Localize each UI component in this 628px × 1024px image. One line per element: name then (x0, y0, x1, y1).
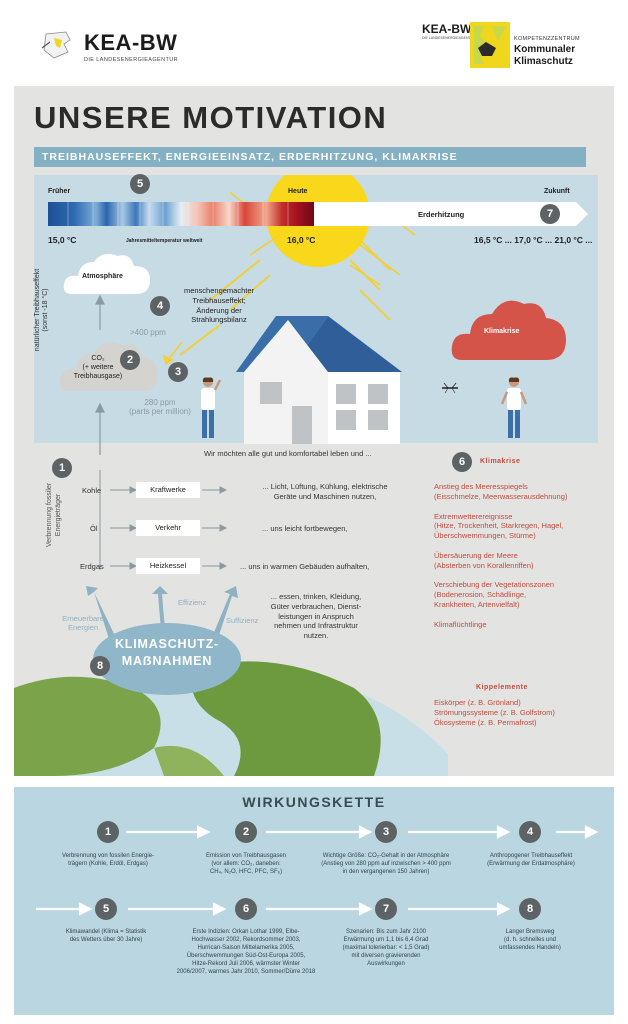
page-title: UNSERE MOTIVATION (34, 100, 388, 135)
box-heizkessel: Heizkessel (136, 558, 200, 574)
list-item: Anstieg des Meeresspiegels (Eisschmelze,… (434, 482, 568, 501)
wk-badge-8: 8 (519, 898, 541, 920)
kea-bw-small-logo-subtitle: DIE LANDESENERGIEAGENTUR (422, 36, 476, 40)
wk-step-text-8: Langer Bremsweg (d. h. schnelles und umf… (499, 929, 561, 952)
badge-4: 4 (150, 296, 170, 316)
badge-6: 6 (452, 452, 472, 472)
badge-8: 8 (90, 656, 110, 676)
temp-start-label: 15,0 °C (48, 235, 77, 245)
badge-1: 1 (52, 458, 72, 478)
list-item: Strömungssysteme (z. B. Golfstrom) (434, 707, 555, 717)
source-oel: Öl (90, 524, 98, 533)
mosquito-icon (442, 382, 458, 394)
klimaschutz-title: KLIMASCHUTZ- MAẞNAHMEN (114, 637, 220, 668)
source-erdgas: Erdgas (80, 562, 104, 571)
kea-bw-small-logo-title: KEA-BW (422, 22, 472, 36)
subtitle-bar (34, 147, 586, 167)
list-item: Ökosysteme (z. B. Permafrost) (434, 717, 537, 727)
box-verkehr: Verkehr (136, 520, 200, 536)
badge-2: 2 (120, 350, 140, 370)
co2-label: CO₂ (+ weitere Treibhausgase) (73, 355, 123, 380)
ppm280-label: 280 ppm (parts per million) (129, 398, 191, 416)
list-item: Eiskörper (z. B. Grönland) (434, 698, 521, 707)
wk-badge-3: 3 (375, 821, 397, 843)
heute-label: Heute (288, 188, 308, 195)
wk-badge-6: 6 (235, 898, 257, 920)
source-kohle: Kohle (82, 486, 102, 495)
atmosphaere-label: Atmosphäre (82, 273, 123, 280)
erderhitzung-label: Erderhitzung (418, 210, 465, 219)
wk-badge-2: 2 (235, 821, 257, 843)
kippelemente-title: Kippelemente (476, 684, 528, 691)
list-item: Extremwetterereignisse (Hitze, Trockenhe… (434, 511, 564, 541)
box-kraftwerke: Kraftwerke (136, 482, 200, 498)
klimaschutz-ellipse (93, 623, 241, 695)
wk-step-text-6: Erste Indizien: Orkan Lothar 1999, Elbe-… (176, 929, 316, 976)
wirkungskette-title: WIRKUNGSKETTE (242, 794, 386, 810)
wk-step-text-2: Emission von Treibhausgasen (vor allem: … (205, 853, 287, 876)
usage-text-3: ... uns in warmen Gebäuden aufhalten, (240, 562, 370, 571)
temp-future-label: 16,5 °C ... 17,0 °C ... 21,0 °C ... (474, 235, 593, 245)
klimakrise-cloud-label: Klimakrise (484, 328, 520, 335)
erneuerbare-label: Erneuerbare Energien (62, 614, 104, 632)
energy-intro: Wir möchten alle gut und komfortabel leb… (204, 449, 372, 458)
fossil-bracket (99, 470, 101, 570)
kompetenzzentrum-label: KOMPETENZZENTRUM (514, 36, 580, 42)
zukunft-label: Zukunft (544, 188, 570, 195)
person-left (201, 377, 222, 438)
wk-step-text-7: Szenarien: Bis zum Jahr 2100 Erwärmung u… (342, 929, 430, 968)
greenhouse-arrows (95, 294, 183, 455)
usage-text-4: ... essen, trinken, Kleidung, Güter verb… (270, 592, 362, 640)
wk-badge-1: 1 (97, 821, 119, 843)
kompetenzzentrum-logo-icon (470, 22, 510, 68)
wk-badge-5: 5 (95, 898, 117, 920)
kippelemente-list: Eiskörper (z. B. Grönland) Strömungssyst… (434, 698, 610, 727)
klimakrise-list: Anstieg des Meeresspiegels (Eisschmelze,… (434, 482, 610, 629)
klimakrise-title: Klimakrise (480, 458, 521, 465)
kea-bw-logo-subtitle: DIE LANDESENERGIEAGENTUR (84, 57, 178, 63)
list-item: Verschiebung der Vegetationszonen (Boden… (434, 580, 555, 609)
natural-greenhouse-label: natürlicher Treibhauseffekt (sonst -18 °… (34, 268, 50, 352)
wk-badge-4: 4 (519, 821, 541, 843)
page-subtitle: TREIBHAUSEFFEKT, ENERGIEEINSATZ, ERDERHI… (42, 151, 458, 163)
atmosphere-cloud (63, 254, 150, 294)
ppm400-label: >400 ppm (130, 328, 166, 337)
badge-7: 7 (540, 204, 560, 224)
earth-illustration (14, 661, 448, 776)
list-item: Klimaflüchtlinge (434, 619, 487, 629)
person-right (500, 377, 528, 438)
temp-now-label: 16,0 °C (287, 235, 316, 245)
sun-rays (179, 239, 391, 356)
klimakrise-cloud (451, 300, 566, 360)
effizienz-label: Effizienz (178, 598, 207, 607)
badge-5: 5 (130, 174, 150, 194)
kea-bw-logo-icon (41, 31, 71, 59)
wk-step-text-3: Wichtige Größe: CO₂-Gehalt in der Atmosp… (321, 853, 451, 876)
suffizienz-label: Suffizienz (226, 616, 259, 625)
usage-text-1: ... Licht, Lüftung, Kühlung, elektrische… (262, 482, 388, 501)
wk-badge-7: 7 (375, 898, 397, 920)
list-item: Übersäuerung der Meere (Absterben von Ko… (434, 550, 534, 570)
wk-step-text-1: Verbrennung von fossilen Energie- träger… (61, 853, 155, 868)
klimaschutz-label: Klimaschutz (514, 56, 573, 67)
wirkungskette-arrows (36, 825, 599, 916)
frueher-label: Früher (48, 188, 71, 195)
source-arrows (110, 486, 228, 570)
temperature-timeline (48, 202, 588, 226)
kea-bw-logo-title: KEA-BW (84, 30, 178, 55)
wk-step-text-5: Klimawandel (Klima = Statistik des Wette… (65, 929, 147, 944)
badge-3: 3 (168, 362, 188, 382)
menschengemacht-label: menschengemachter Treibhauseffekt; Änder… (183, 286, 255, 325)
wk-step-text-4: Anthropogener Treibhauseffekt (Erwärmung… (487, 853, 575, 868)
house-illustration (236, 316, 402, 444)
temp-axis-label: Jahresmitteltemperatur weltweit (126, 238, 203, 244)
fossil-vertical-label: Verbrennung fossiler Energieträger (46, 482, 62, 548)
kommunaler-label: Kommunaler (514, 44, 576, 55)
usage-text-2: ... uns leicht fortbewegen, (262, 524, 348, 533)
